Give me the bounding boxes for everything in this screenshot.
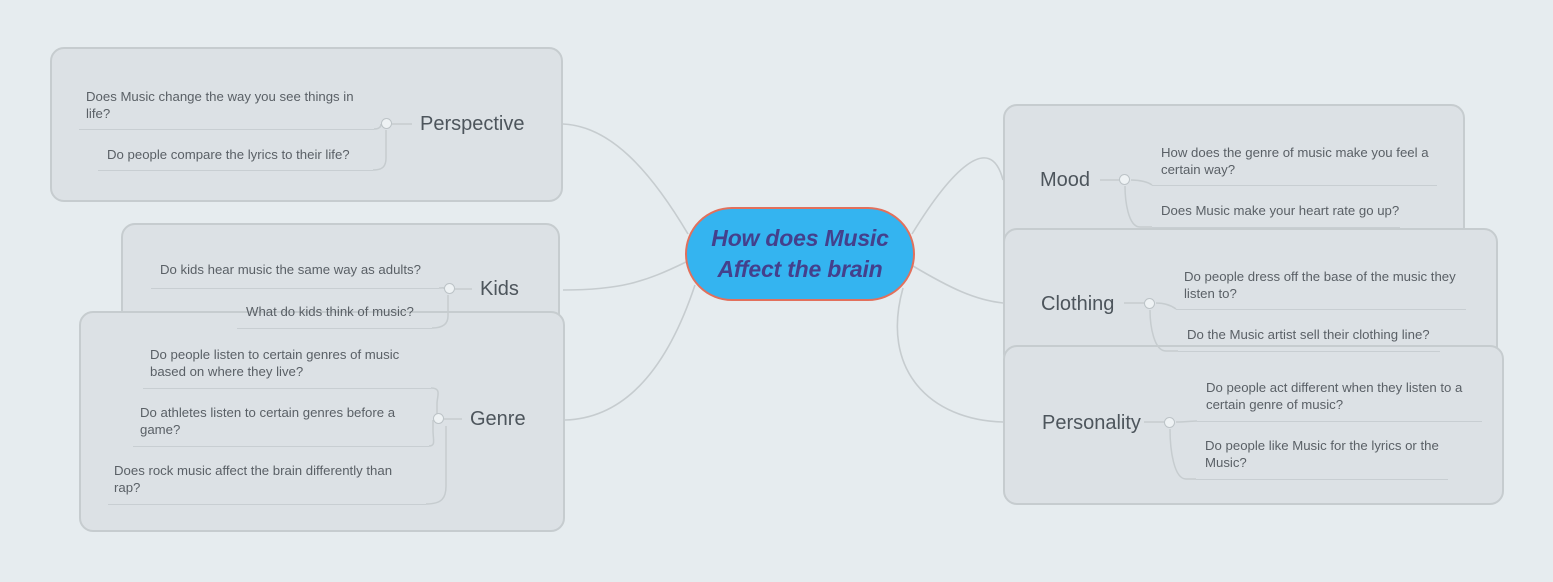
sub-item-text: Does Music make your heart rate go up?: [1161, 203, 1400, 218]
center-node-title: How does Music Affect the brain: [711, 225, 889, 282]
sub-item-rule: [151, 288, 439, 289]
branch-label-perspective[interactable]: Perspective: [420, 113, 525, 135]
sub-item-text: Do the Music artist sell their clothing …: [1187, 327, 1430, 342]
edge-center-genre: [564, 284, 696, 421]
sub-item-text: Do people dress off the base of the musi…: [1184, 269, 1456, 301]
branch-hub-kids[interactable]: [444, 283, 455, 294]
branch-card-clothing[interactable]: [1003, 228, 1498, 368]
sub-item-rule: [1152, 185, 1437, 186]
sub-item-text: Do kids hear music the same way as adult…: [160, 262, 421, 277]
branch-card-genre[interactable]: [79, 311, 565, 532]
sub-item-rule: [98, 170, 373, 171]
branch-hub-clothing[interactable]: [1144, 298, 1155, 309]
sub-item-rule: [143, 388, 431, 389]
branch-card-personality[interactable]: [1003, 345, 1504, 505]
branch-label-genre[interactable]: Genre: [470, 408, 526, 430]
branch-hub-genre[interactable]: [433, 413, 444, 424]
edge-center-clothing: [912, 265, 1004, 304]
sub-item-text: How does the genre of music make you fee…: [1161, 145, 1429, 177]
sub-item-text: Do people like Music for the lyrics or t…: [1205, 438, 1439, 470]
sub-item-text: Do people act different when they listen…: [1206, 380, 1463, 412]
branch-label-mood[interactable]: Mood: [1040, 169, 1091, 191]
branch-hub-mood[interactable]: [1119, 174, 1130, 185]
branch-label-personality[interactable]: Personality: [1042, 412, 1141, 434]
branch-label-clothing[interactable]: Clothing: [1041, 293, 1115, 315]
sub-item-text: Does Music change the way you see things…: [86, 89, 354, 121]
sub-item-text: Does rock music affect the brain differe…: [114, 463, 393, 495]
edge-center-perspective: [562, 123, 689, 235]
branch-hub-perspective[interactable]: [381, 118, 392, 129]
edge-center-mood: [911, 157, 1004, 235]
sub-item-rule: [237, 328, 432, 329]
sub-item-text: Do people compare the lyrics to their li…: [107, 147, 350, 162]
sub-item-text: Do people listen to certain genres of mu…: [150, 347, 400, 379]
sub-item-rule: [1196, 479, 1448, 480]
sub-item-text: Do athletes listen to certain genres bef…: [140, 405, 396, 437]
sub-item-rule: [1178, 351, 1440, 352]
sub-item-rule: [79, 129, 374, 130]
sub-item-rule: [1152, 227, 1400, 228]
edge-center-personality: [896, 287, 1004, 423]
sub-item-rule: [1176, 309, 1466, 310]
edge-center-kids: [562, 261, 687, 291]
sub-item-rule: [108, 504, 426, 505]
center-node[interactable]: How does Music Affect the brain: [685, 207, 915, 301]
sub-item-rule: [1197, 421, 1482, 422]
branch-card-perspective[interactable]: [50, 47, 563, 202]
sub-item-text: What do kids think of music?: [246, 304, 414, 319]
sub-item-rule: [133, 446, 429, 447]
branch-hub-personality[interactable]: [1164, 417, 1175, 428]
branch-label-kids[interactable]: Kids: [480, 278, 519, 300]
